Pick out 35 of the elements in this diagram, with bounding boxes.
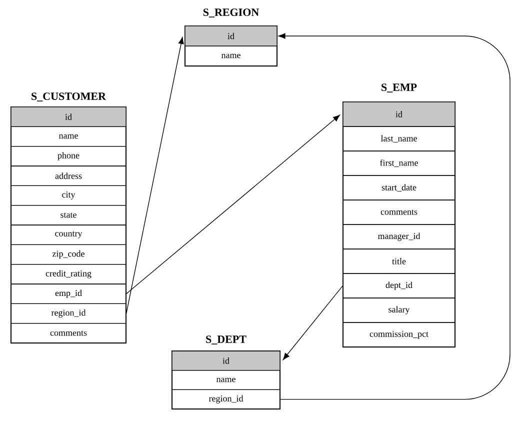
node-label: S_REGION <box>203 8 259 18</box>
field-cell: name <box>184 46 278 66</box>
field-cell: city <box>10 185 126 206</box>
field-cell: commission_pct <box>342 322 456 348</box>
field-cell: dept_id <box>342 273 456 298</box>
field-cell: comments <box>10 323 126 344</box>
field-cell: comments <box>342 200 456 225</box>
key-field-cell: id <box>10 106 126 127</box>
key-field-cell: id <box>172 350 280 371</box>
field-cell: state <box>10 205 126 226</box>
field-cell: start_date <box>342 175 456 200</box>
node-label: S_DEPT <box>206 336 246 344</box>
field-cell: manager_id <box>342 224 456 250</box>
key-field-cell: id <box>184 26 278 46</box>
arrow <box>126 37 184 314</box>
node-label: S_EMP <box>382 84 417 92</box>
field-cell: emp_id <box>10 284 126 304</box>
field-cell: zip_code <box>10 244 126 265</box>
node-label: S_CUSTOMER <box>32 92 106 102</box>
arrow <box>278 33 510 400</box>
field-cell: region_id <box>172 389 280 410</box>
arrow <box>282 285 344 360</box>
field-cell: address <box>10 166 126 186</box>
field-cell: country <box>10 224 126 245</box>
field-cell: first_name <box>342 150 456 176</box>
field-cell: title <box>342 248 456 274</box>
field-cell: credit_rating <box>10 264 126 284</box>
field-cell: region_id <box>10 303 126 324</box>
field-cell: name <box>10 126 126 147</box>
field-cell: last_name <box>342 126 456 152</box>
arrow <box>126 114 340 294</box>
field-cell: salary <box>342 298 456 323</box>
key-field-cell: id <box>342 102 456 127</box>
field-cell: name <box>172 370 280 390</box>
field-cell: phone <box>10 146 126 166</box>
